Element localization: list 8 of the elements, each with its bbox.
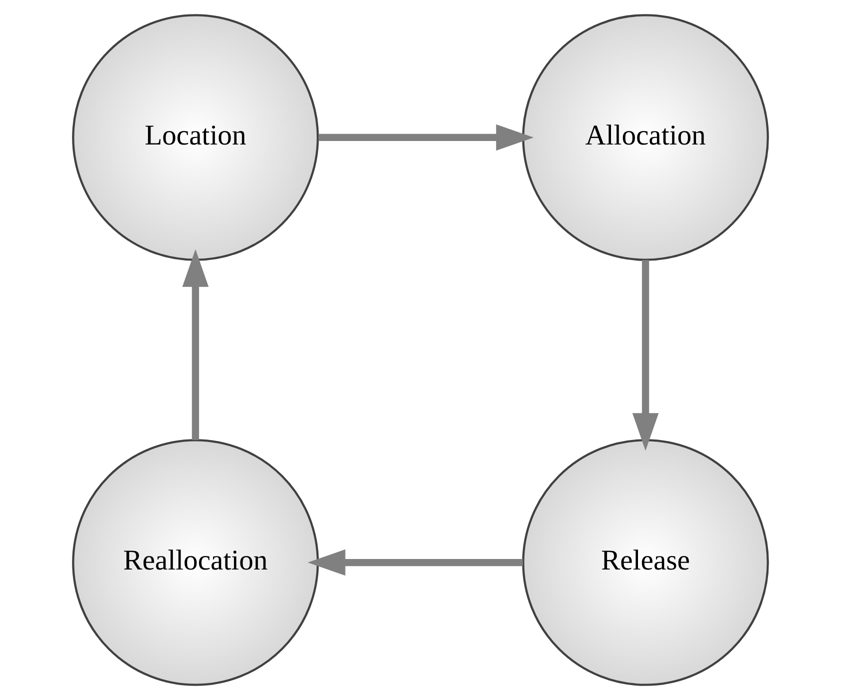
node-circle: Location <box>72 14 319 261</box>
node-circle: Allocation <box>522 14 769 261</box>
arrow <box>632 260 659 451</box>
arrow <box>182 249 209 440</box>
node-circle: Reallocation <box>72 439 319 686</box>
node-circle: Release <box>522 439 769 686</box>
arrow <box>318 124 534 151</box>
arrow <box>308 549 523 576</box>
